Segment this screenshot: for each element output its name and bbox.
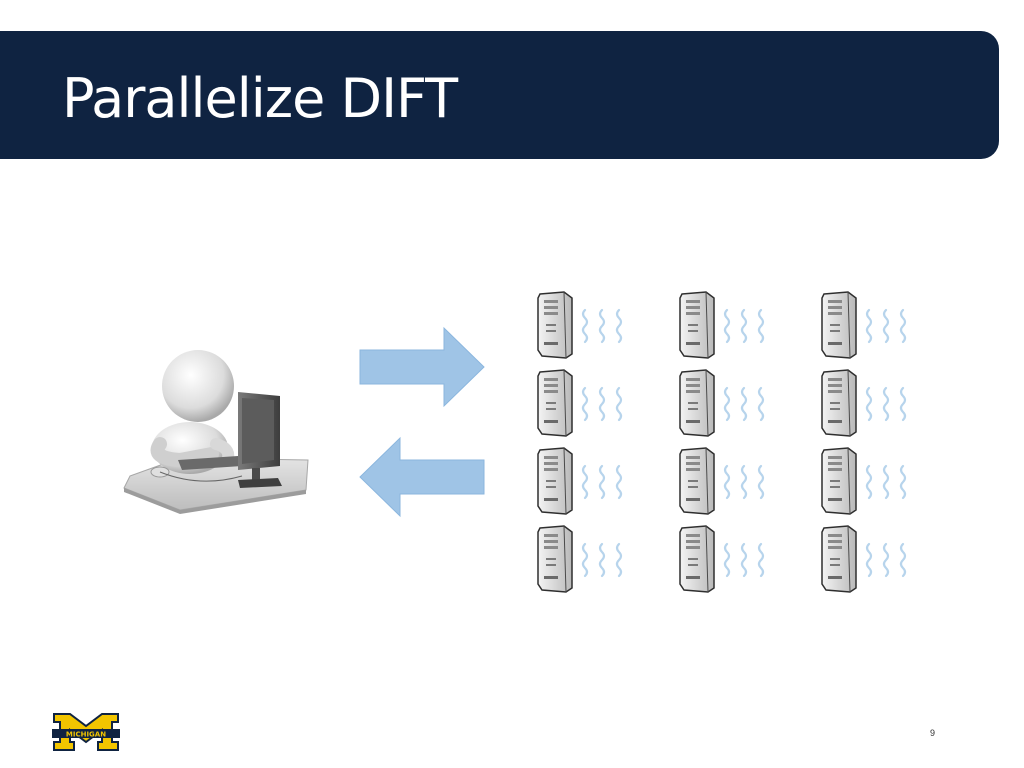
- thread-wave-icon: [723, 308, 731, 344]
- server-unit: [530, 524, 640, 596]
- thread-wave-icon: [899, 386, 907, 422]
- thread-wave-icon: [757, 386, 765, 422]
- thread-wave-icon: [882, 308, 890, 344]
- server-tower-icon: [821, 291, 857, 359]
- thread-wave-icon: [882, 386, 890, 422]
- server-tower-icon: [821, 525, 857, 593]
- thread-wave-icon: [865, 386, 873, 422]
- thread-wave-icon: [740, 308, 748, 344]
- thread-wave-icon: [615, 386, 623, 422]
- server-unit: [672, 446, 782, 518]
- thread-wave-icon: [882, 464, 890, 500]
- thread-wave-icon: [882, 542, 890, 578]
- server-unit: [814, 446, 924, 518]
- thread-wave-icon: [723, 542, 731, 578]
- thread-wave-icon: [899, 542, 907, 578]
- michigan-logo: MICHIGAN: [52, 712, 120, 752]
- thread-wave-icon: [740, 386, 748, 422]
- arrow-right-icon: [358, 326, 486, 408]
- logo-text: MICHIGAN: [66, 731, 106, 739]
- thread-wave-icon: [899, 308, 907, 344]
- thread-wave-icon: [598, 464, 606, 500]
- server-unit: [530, 368, 640, 440]
- thread-wave-icon: [598, 542, 606, 578]
- server-tower-icon: [821, 369, 857, 437]
- title-bar: [0, 31, 999, 159]
- thread-wave-icon: [598, 386, 606, 422]
- thread-wave-icon: [581, 386, 589, 422]
- thread-wave-icon: [865, 542, 873, 578]
- thread-wave-icon: [757, 542, 765, 578]
- thread-wave-icon: [740, 464, 748, 500]
- thread-wave-icon: [615, 542, 623, 578]
- thread-wave-icon: [740, 542, 748, 578]
- slide-title: Parallelize DIFT: [62, 67, 458, 130]
- server-tower-icon: [679, 525, 715, 593]
- thread-wave-icon: [615, 308, 623, 344]
- server-unit: [672, 524, 782, 596]
- server-tower-icon: [537, 525, 573, 593]
- server-unit: [814, 290, 924, 362]
- person-at-computer-icon: [120, 348, 310, 514]
- server-unit: [672, 290, 782, 362]
- server-tower-icon: [679, 369, 715, 437]
- server-tower-icon: [537, 369, 573, 437]
- server-unit: [530, 446, 640, 518]
- server-tower-icon: [821, 447, 857, 515]
- thread-wave-icon: [615, 464, 623, 500]
- thread-wave-icon: [581, 308, 589, 344]
- server-unit: [672, 368, 782, 440]
- thread-wave-icon: [757, 308, 765, 344]
- server-tower-icon: [537, 447, 573, 515]
- server-tower-icon: [679, 447, 715, 515]
- server-unit: [814, 368, 924, 440]
- thread-wave-icon: [865, 464, 873, 500]
- thread-wave-icon: [723, 386, 731, 422]
- thread-wave-icon: [581, 464, 589, 500]
- server-unit: [814, 524, 924, 596]
- thread-wave-icon: [581, 542, 589, 578]
- server-tower-icon: [537, 291, 573, 359]
- thread-wave-icon: [899, 464, 907, 500]
- thread-wave-icon: [757, 464, 765, 500]
- thread-wave-icon: [598, 308, 606, 344]
- server-grid: [530, 290, 940, 595]
- server-unit: [530, 290, 640, 362]
- server-tower-icon: [679, 291, 715, 359]
- page-number: 9: [930, 728, 936, 738]
- thread-wave-icon: [865, 308, 873, 344]
- arrow-left-icon: [358, 436, 486, 518]
- thread-wave-icon: [723, 464, 731, 500]
